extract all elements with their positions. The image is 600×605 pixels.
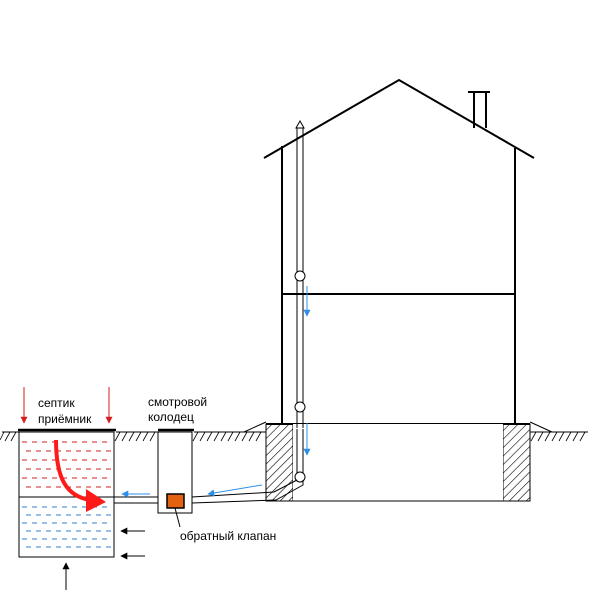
- house-roof: [263, 78, 535, 159]
- well-to-septic-pipe: [114, 496, 158, 504]
- ground-hatching: [0, 431, 586, 442]
- house-foundation: [265, 423, 531, 502]
- red-curved-arrow: [54, 439, 106, 512]
- arrow-up-icon: [295, 119, 305, 129]
- sewer-stack: [294, 128, 306, 480]
- valve-label: обратный клапан: [180, 529, 276, 543]
- septic-tank: [18, 428, 116, 558]
- check-valve: [166, 493, 185, 509]
- house: [263, 78, 535, 425]
- septic-label-line2: приёмник: [38, 412, 92, 426]
- septic-label-line1: септик: [38, 396, 75, 410]
- inspection-well-body: [157, 431, 193, 514]
- foundation-left: [265, 423, 294, 502]
- black-pressure-arrows: [62, 527, 145, 590]
- fitting-lower: [294, 471, 306, 483]
- septic-tank-body: [18, 431, 115, 558]
- red-pressure-arrows: [20, 387, 113, 424]
- well-label-line1: смотровой: [148, 395, 207, 409]
- flow-arrows: [121, 484, 263, 498]
- well-label-line2: колодец: [148, 410, 194, 424]
- fitting-upper: [294, 270, 306, 282]
- outlet-pipe: [191, 479, 304, 504]
- check-valve-leader: [174, 507, 181, 528]
- house-chimney: [473, 91, 487, 128]
- septic-clean-water: [22, 506, 112, 548]
- fitting-middle: [294, 401, 306, 413]
- arrow-left-icon: [207, 484, 263, 497]
- foundation-right: [502, 423, 531, 502]
- stack-fittings: [294, 270, 306, 483]
- ground-mound: [243, 421, 553, 433]
- inspection-well: [157, 428, 194, 514]
